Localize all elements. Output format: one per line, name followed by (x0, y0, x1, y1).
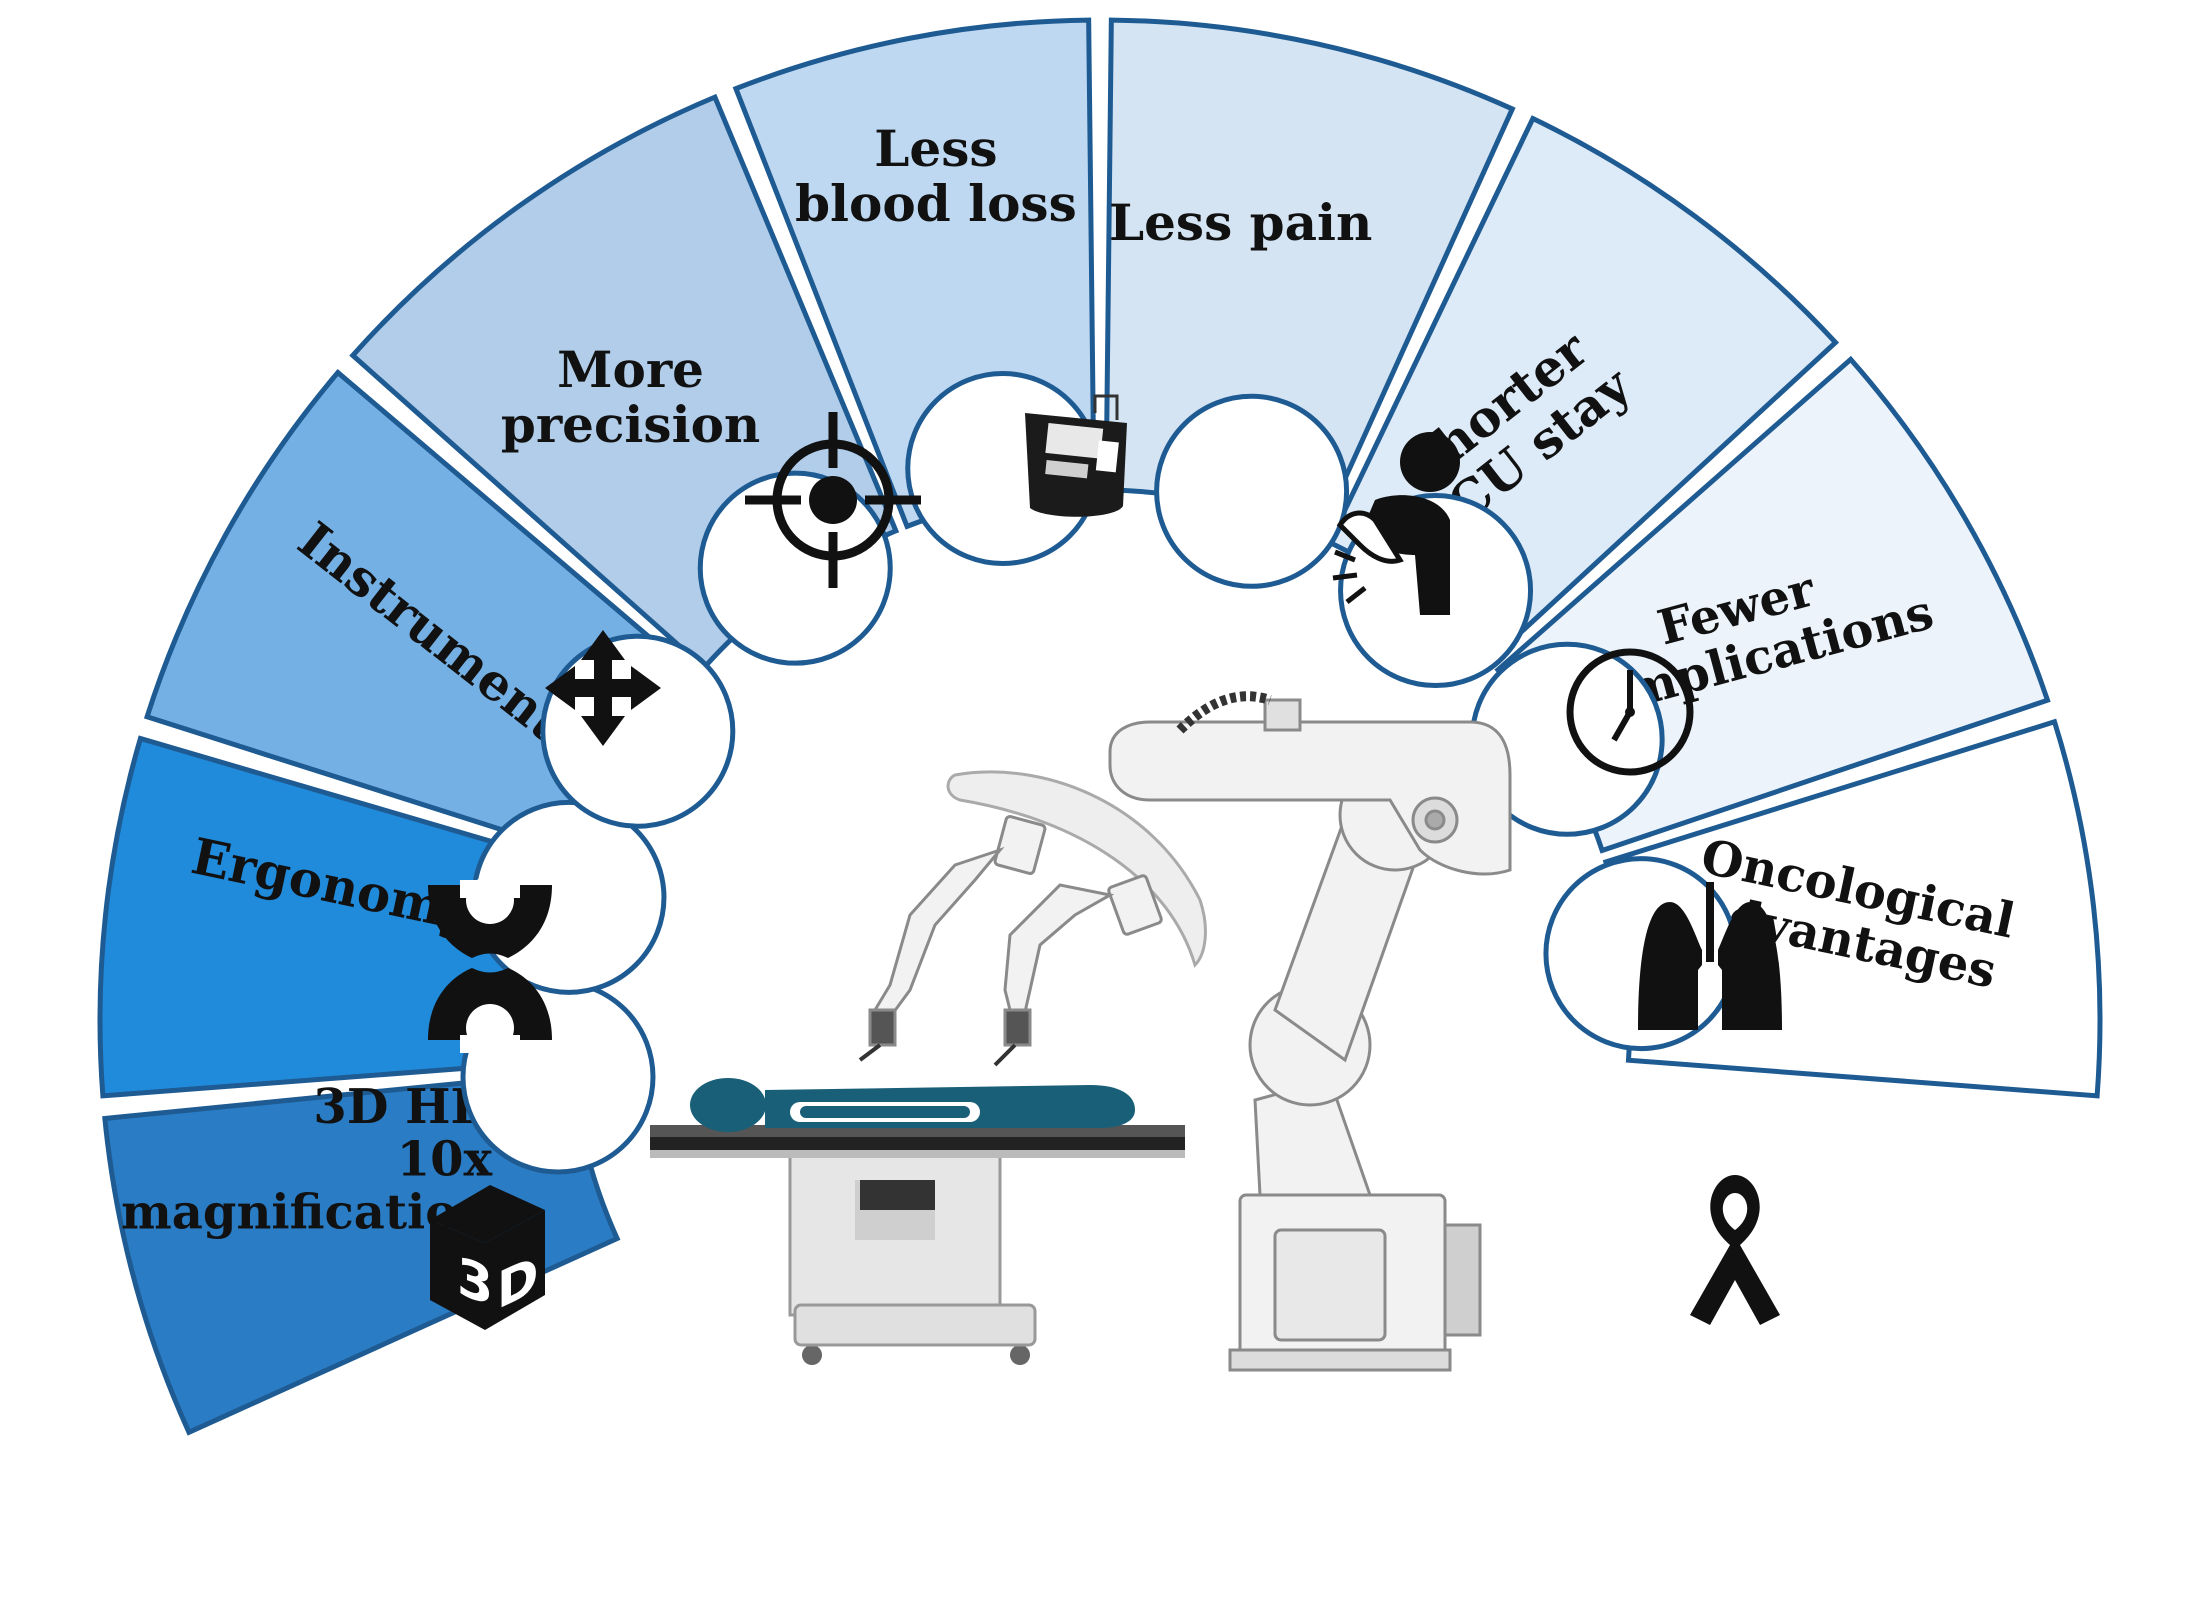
blood-bag-icon (1025, 394, 1127, 517)
awareness-ribbon-icon (1690, 1175, 1780, 1325)
label-line: Less pain (1109, 193, 1372, 252)
label-line: blood loss (795, 174, 1077, 233)
patient (690, 1078, 1135, 1132)
label-line: 10x (397, 1132, 493, 1188)
svg-text:3: 3 (457, 1244, 493, 1318)
back-pain-icon (1332, 432, 1460, 615)
monitor-arc (946, 770, 1207, 968)
clock-icon (1566, 648, 1694, 776)
3d-cube-icon: 3 D (430, 1185, 545, 1330)
icon-bump-fill-pain (1161, 401, 1342, 582)
four-way-arrows-icon (545, 630, 661, 746)
icon-bump-fill-precision (705, 478, 886, 659)
operating-table (650, 1125, 1185, 1365)
label-line: More (557, 340, 704, 399)
icon-bump-fill-complications (1477, 649, 1658, 830)
label-line: precision (501, 395, 760, 454)
lungs-icon (1638, 882, 1782, 1030)
label-pain: Less pain (1109, 193, 1372, 252)
crosshair-icon (745, 412, 921, 588)
robot-arm (1108, 691, 1512, 1372)
surgical-arms (858, 815, 1163, 1067)
label-line: Less (874, 119, 997, 178)
joint-icon (428, 876, 552, 1053)
surgical-robot-illustration (650, 691, 1512, 1372)
